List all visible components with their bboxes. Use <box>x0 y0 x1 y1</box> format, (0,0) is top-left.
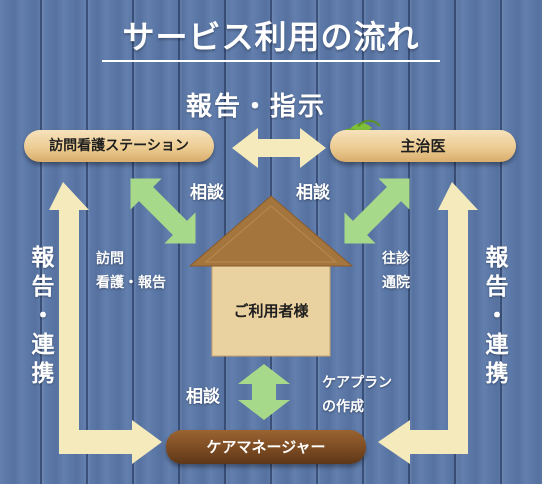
right-vertical-char: 携 <box>485 361 509 387</box>
visit-label-line2: 看護・報告 <box>96 275 166 291</box>
right-vertical-char: 報 <box>485 245 509 271</box>
top-double-arrow <box>232 128 326 168</box>
left-vertical-char: 報 <box>31 245 55 271</box>
right-consult-arrow <box>344 178 410 244</box>
left-vertical-char: ・ <box>31 303 55 329</box>
careplan-label-line2: の作成 <box>322 399 364 415</box>
house-icon <box>188 195 354 357</box>
outpatient-label-line2: 通院 <box>382 275 410 291</box>
visiting-nurse-station-node: 訪問看護ステーション <box>24 130 214 162</box>
right-vertical-char: 連 <box>485 332 509 358</box>
page-title: サービス利用の流れ <box>122 18 420 56</box>
left-vertical-label: 報 告 ・ 連 携 <box>28 244 58 389</box>
right-vertical-char: ・ <box>485 303 509 329</box>
title-underline <box>102 60 440 62</box>
consult-label-right: 相談 <box>296 183 330 203</box>
left-vertical-char: 連 <box>31 332 55 358</box>
left-vertical-char: 携 <box>31 361 55 387</box>
left-flow-arrow <box>49 182 162 464</box>
visit-label-line1: 訪問 <box>96 251 124 267</box>
outpatient-label-line1: 往診 <box>382 251 410 267</box>
care-manager-node: ケアマネージャー <box>166 430 366 464</box>
consult-label-left: 相談 <box>190 183 224 203</box>
right-vertical-label: 報 告 ・ 連 携 <box>482 244 512 389</box>
careplan-label-line1: ケアプラン <box>322 375 392 391</box>
user-node-label: ご利用者様 <box>233 302 309 320</box>
attending-doctor-node: 主治医 <box>330 130 516 162</box>
left-consult-arrow <box>130 178 196 244</box>
bottom-consult-arrow <box>238 364 290 420</box>
left-vertical-char: 告 <box>31 274 55 300</box>
report-instruction-label: 報告・指示 <box>186 92 327 122</box>
right-vertical-char: 告 <box>485 274 509 300</box>
right-flow-arrow <box>378 182 478 464</box>
consult-label-bottom: 相談 <box>186 387 220 407</box>
